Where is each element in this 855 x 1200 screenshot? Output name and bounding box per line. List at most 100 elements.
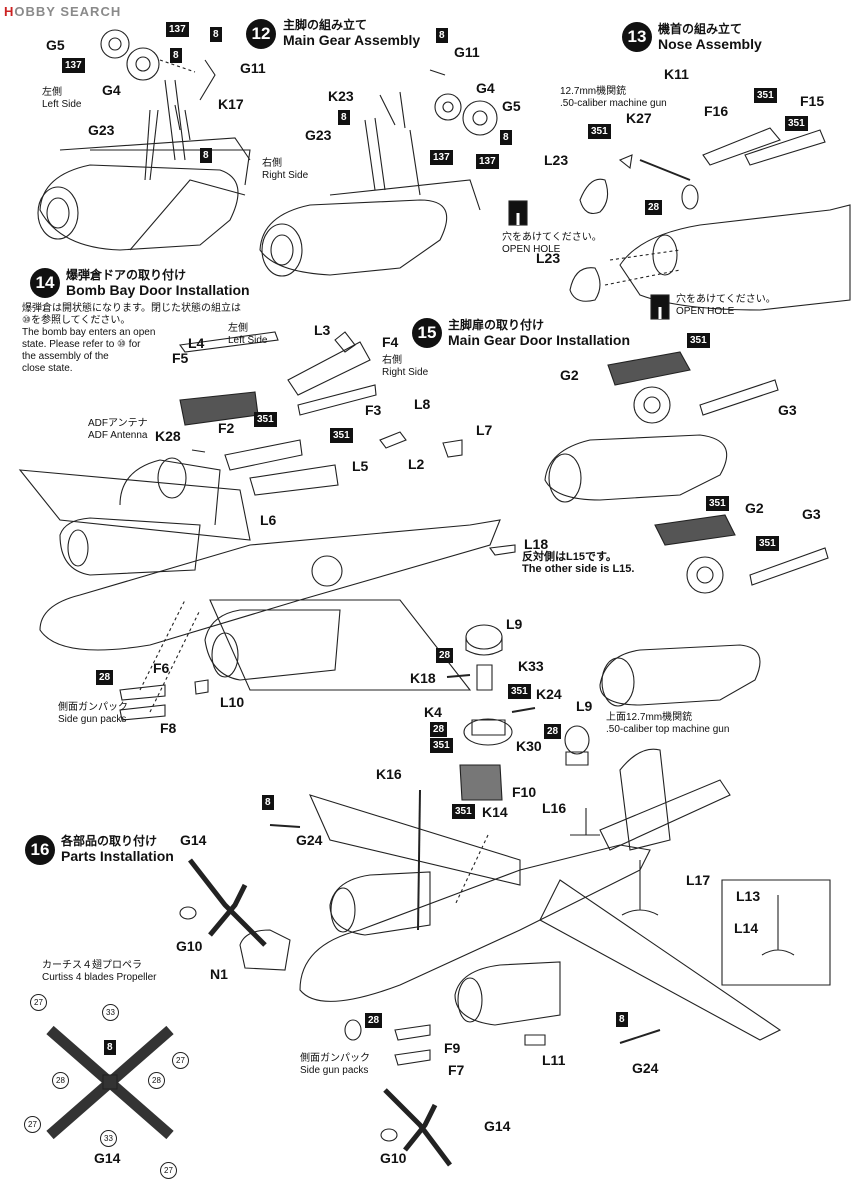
parts-installation-drawing (46, 748, 831, 1167)
paint-code-tag: 351 (330, 428, 353, 443)
part-label: F7 (448, 1062, 465, 1078)
part-label: F8 (160, 720, 177, 736)
part-label: L16 (542, 800, 567, 816)
step-14-title-en: Bomb Bay Door Installation (66, 282, 250, 298)
part-label: G14 (94, 1150, 121, 1166)
part-label: L23 (544, 152, 569, 168)
part-label: K16 (376, 766, 402, 782)
step-14-number: 14 (30, 268, 60, 298)
part-label: F10 (512, 784, 537, 800)
part-label: G11 (240, 60, 266, 76)
prop-paint-tag: 8 (104, 1040, 116, 1055)
bomb-bay-drawing (18, 331, 516, 721)
part-label: L14 (734, 920, 759, 936)
part-label: L9 (506, 616, 523, 632)
part-label: F5 (172, 350, 189, 366)
prop-code: 33 (100, 1130, 117, 1147)
step-12-number: 12 (246, 19, 276, 49)
part-label: L10 (220, 694, 245, 710)
step-15-number: 15 (412, 318, 442, 348)
part-label: L23 (536, 250, 561, 266)
part-label: G5 (46, 37, 65, 53)
part-label: L4 (188, 335, 205, 351)
paint-code-tag: 8 (500, 130, 512, 145)
part-label: K28 (155, 428, 181, 444)
part-label: K11 (664, 66, 689, 82)
step-15-title-ja: 主脚扉の取り付け (448, 318, 545, 332)
paint-code-tag: 8 (338, 110, 350, 125)
part-label: G23 (305, 127, 332, 143)
prop-code: 28 (52, 1072, 69, 1089)
other-side-note: 反対側はL15です。The other side is L15. (522, 551, 635, 575)
paint-code-tag: 351 (588, 124, 611, 139)
prop-code: 28 (148, 1072, 165, 1089)
part-label: F16 (704, 103, 729, 119)
paint-code-tag: 8 (210, 27, 222, 42)
paint-code-tag: 28 (645, 200, 663, 215)
part-label: K18 (410, 670, 436, 686)
part-label: G24 (296, 832, 323, 848)
paint-code-tag: 28 (544, 724, 562, 739)
step-13-title-en: Nose Assembly (658, 36, 762, 52)
part-label: F4 (382, 334, 399, 350)
part-label: L18 (524, 536, 549, 552)
part-label: F6 (153, 660, 170, 676)
prop-code: 27 (160, 1162, 177, 1179)
main-gear-door-drawing (544, 351, 829, 707)
part-label: F3 (365, 402, 382, 418)
step-16-title-ja: 各部品の取り付け (61, 834, 158, 848)
paint-code-tag: 137 (62, 58, 85, 73)
paint-code-tag: 351 (785, 116, 808, 131)
part-label: K23 (328, 88, 354, 104)
step-14-title-ja: 爆弾倉ドアの取り付け (66, 268, 187, 282)
mg-note: 12.7mm機関銃.50-caliber machine gun (560, 86, 667, 109)
part-label: G4 (476, 80, 495, 96)
paint-code-tag: 28 (436, 648, 454, 663)
part-label: G2 (560, 367, 579, 383)
paint-code-tag: 8 (262, 795, 274, 810)
part-label: L17 (686, 872, 711, 888)
part-label: G10 (176, 938, 203, 954)
part-label: F2 (218, 420, 235, 436)
paint-code-tag: 28 (430, 722, 448, 737)
paint-code-tag: 351 (430, 738, 453, 753)
paint-code-tag: 351 (687, 333, 710, 348)
part-label: L5 (352, 458, 369, 474)
part-label: G4 (102, 82, 121, 98)
part-label: K27 (626, 110, 652, 126)
paint-code-tag: 137 (166, 22, 189, 37)
part-label: L13 (736, 888, 761, 904)
prop-code: 27 (30, 994, 47, 1011)
part-label: L3 (314, 322, 331, 338)
nose-drawing (508, 127, 851, 320)
paint-code-tag: 351 (452, 804, 475, 819)
step-16-title-en: Parts Installation (61, 848, 174, 864)
step-15-title-en: Main Gear Door Installation (448, 332, 631, 348)
prop-code: 27 (24, 1116, 41, 1133)
part-label: F15 (800, 93, 825, 109)
part-label: G14 (180, 832, 207, 848)
part-label: G11 (454, 44, 480, 60)
part-label: K24 (536, 686, 562, 702)
turret-drawing (446, 624, 590, 801)
part-label: N1 (210, 966, 228, 982)
open-hole-note-2: 穴をあけてください。OPEN HOLE (676, 294, 776, 317)
part-label: K14 (482, 804, 508, 820)
step-14-header: 爆弾倉ドアの取り付け Bomb Bay Door Installation (66, 268, 250, 299)
paint-code-tag: 28 (96, 670, 114, 685)
part-label: K33 (518, 658, 544, 674)
paint-code-tag: 28 (365, 1013, 383, 1028)
prop-code: 27 (172, 1052, 189, 1069)
step-16-header: 各部品の取り付け Parts Installation (61, 834, 174, 865)
paint-code-tag: 8 (200, 148, 212, 163)
part-label: L8 (414, 396, 431, 412)
paint-code-tag: 351 (754, 88, 777, 103)
paint-code-tag: 351 (508, 684, 531, 699)
part-label: G3 (778, 402, 797, 418)
paint-code-tag: 351 (254, 412, 277, 427)
